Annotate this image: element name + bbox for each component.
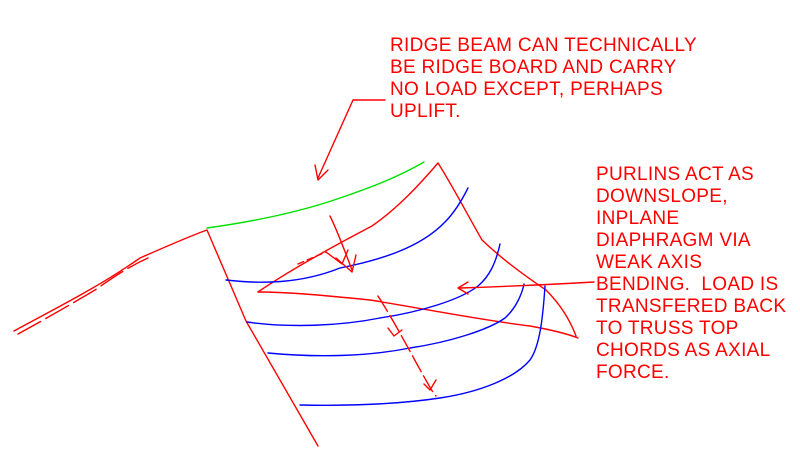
ridge-note-line: NO LOAD EXCEPT, PERHAPS xyxy=(390,79,663,100)
purlin-note-line: BENDING. LOAD IS xyxy=(596,274,779,295)
purlin-note: PURLINS ACT AS DOWNSLOPE, INPLANE DIAPHR… xyxy=(596,164,786,384)
axial-force-line xyxy=(377,295,437,397)
ridge-note-line: BE RIDGE BOARD AND CARRY xyxy=(390,57,677,78)
ridge-note-line: RIDGE BEAM CAN TECHNICALLY xyxy=(390,35,697,56)
gable-truss-outline xyxy=(13,229,319,447)
load-arrow-upper-tail xyxy=(297,251,327,265)
load-arrow-upper xyxy=(329,215,353,271)
purlin-3 xyxy=(267,283,525,357)
purlin-note-line: TRANSFERED BACK xyxy=(596,296,787,317)
purlin-1 xyxy=(225,187,469,283)
purlin-note-line: DIAPHRAGM VIA xyxy=(596,230,751,251)
load-arrow-upper-head-2 xyxy=(325,249,349,265)
ridge-leader-arrowhead xyxy=(314,164,329,181)
ridge-note-line: UPLIFT. xyxy=(390,101,461,122)
purlin-note-line: PURLINS ACT AS xyxy=(596,164,755,185)
purlin-2 xyxy=(246,243,501,327)
axial-arrow-lower xyxy=(423,379,437,391)
eave-line xyxy=(257,291,579,339)
purlin-4 xyxy=(299,285,546,406)
ridge-leader-line xyxy=(317,99,386,179)
purlin-note-line: TO TRUSS TOP xyxy=(596,318,739,339)
ridge-beam-note: RIDGE BEAM CAN TECHNICALLY BE RIDGE BOAR… xyxy=(390,35,697,123)
roof-edge-dashed xyxy=(17,257,149,335)
purlin-note-line: WEAK AXIS xyxy=(596,252,703,273)
purlin-note-line: CHORDS AS AXIAL xyxy=(596,340,771,361)
purlin-note-line: FORCE. xyxy=(596,362,670,383)
axial-arrow-upper xyxy=(387,327,403,337)
purlin-leader-line xyxy=(459,281,595,289)
purlin-leader-arrowhead xyxy=(457,281,469,295)
purlin-note-line: DOWNSLOPE, xyxy=(596,186,728,207)
purlin-note-line: INPLANE xyxy=(596,208,680,229)
ridge-beam-line xyxy=(206,161,425,229)
load-arrow-upper-head xyxy=(335,254,357,273)
